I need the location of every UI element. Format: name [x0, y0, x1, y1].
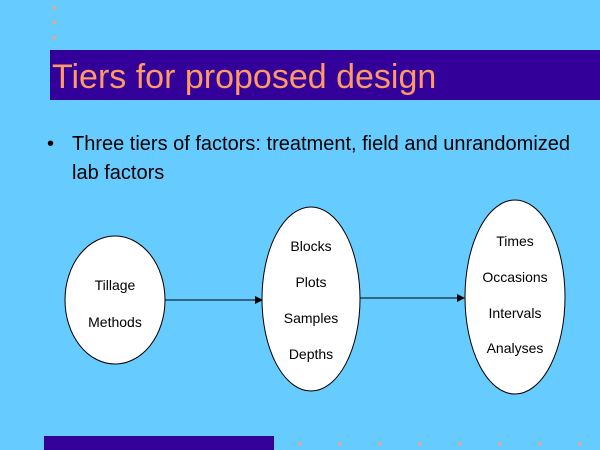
tier-3-item: Occasions — [482, 269, 547, 285]
decor-dot — [578, 442, 581, 445]
tier-3-item: Analyses — [487, 340, 544, 356]
decor-dot — [53, 36, 56, 39]
tier-2-item: Blocks — [290, 238, 331, 254]
bullet-text: Three tiers of factors: treatment, field… — [72, 133, 571, 184]
decor-dot — [378, 442, 381, 445]
decor-dot — [458, 442, 461, 445]
decor-dot — [538, 442, 541, 445]
tier-1-item: Methods — [88, 314, 142, 330]
tier-3-item: Times — [496, 233, 534, 249]
tier-2-item: Samples — [284, 310, 338, 326]
decor-dot — [418, 442, 421, 445]
tier-node-1 — [64, 235, 166, 365]
bottom-bar — [44, 436, 274, 450]
tier-1-item: Tillage — [95, 277, 136, 293]
decor-dot — [53, 6, 56, 9]
decor-dot — [298, 442, 301, 445]
tier-node-2 — [261, 206, 361, 392]
decor-dot — [53, 21, 56, 24]
decor-dot — [498, 442, 501, 445]
tier-node-3 — [464, 199, 566, 395]
bullet-marker: • — [47, 133, 55, 155]
tier-2-item: Depths — [289, 346, 333, 362]
decor-dot — [338, 442, 341, 445]
tier-3-item: Intervals — [489, 305, 542, 321]
title-bar — [50, 50, 600, 100]
tier-2-item: Plots — [295, 274, 326, 290]
slide-title: Tiers for proposed design — [52, 58, 437, 96]
